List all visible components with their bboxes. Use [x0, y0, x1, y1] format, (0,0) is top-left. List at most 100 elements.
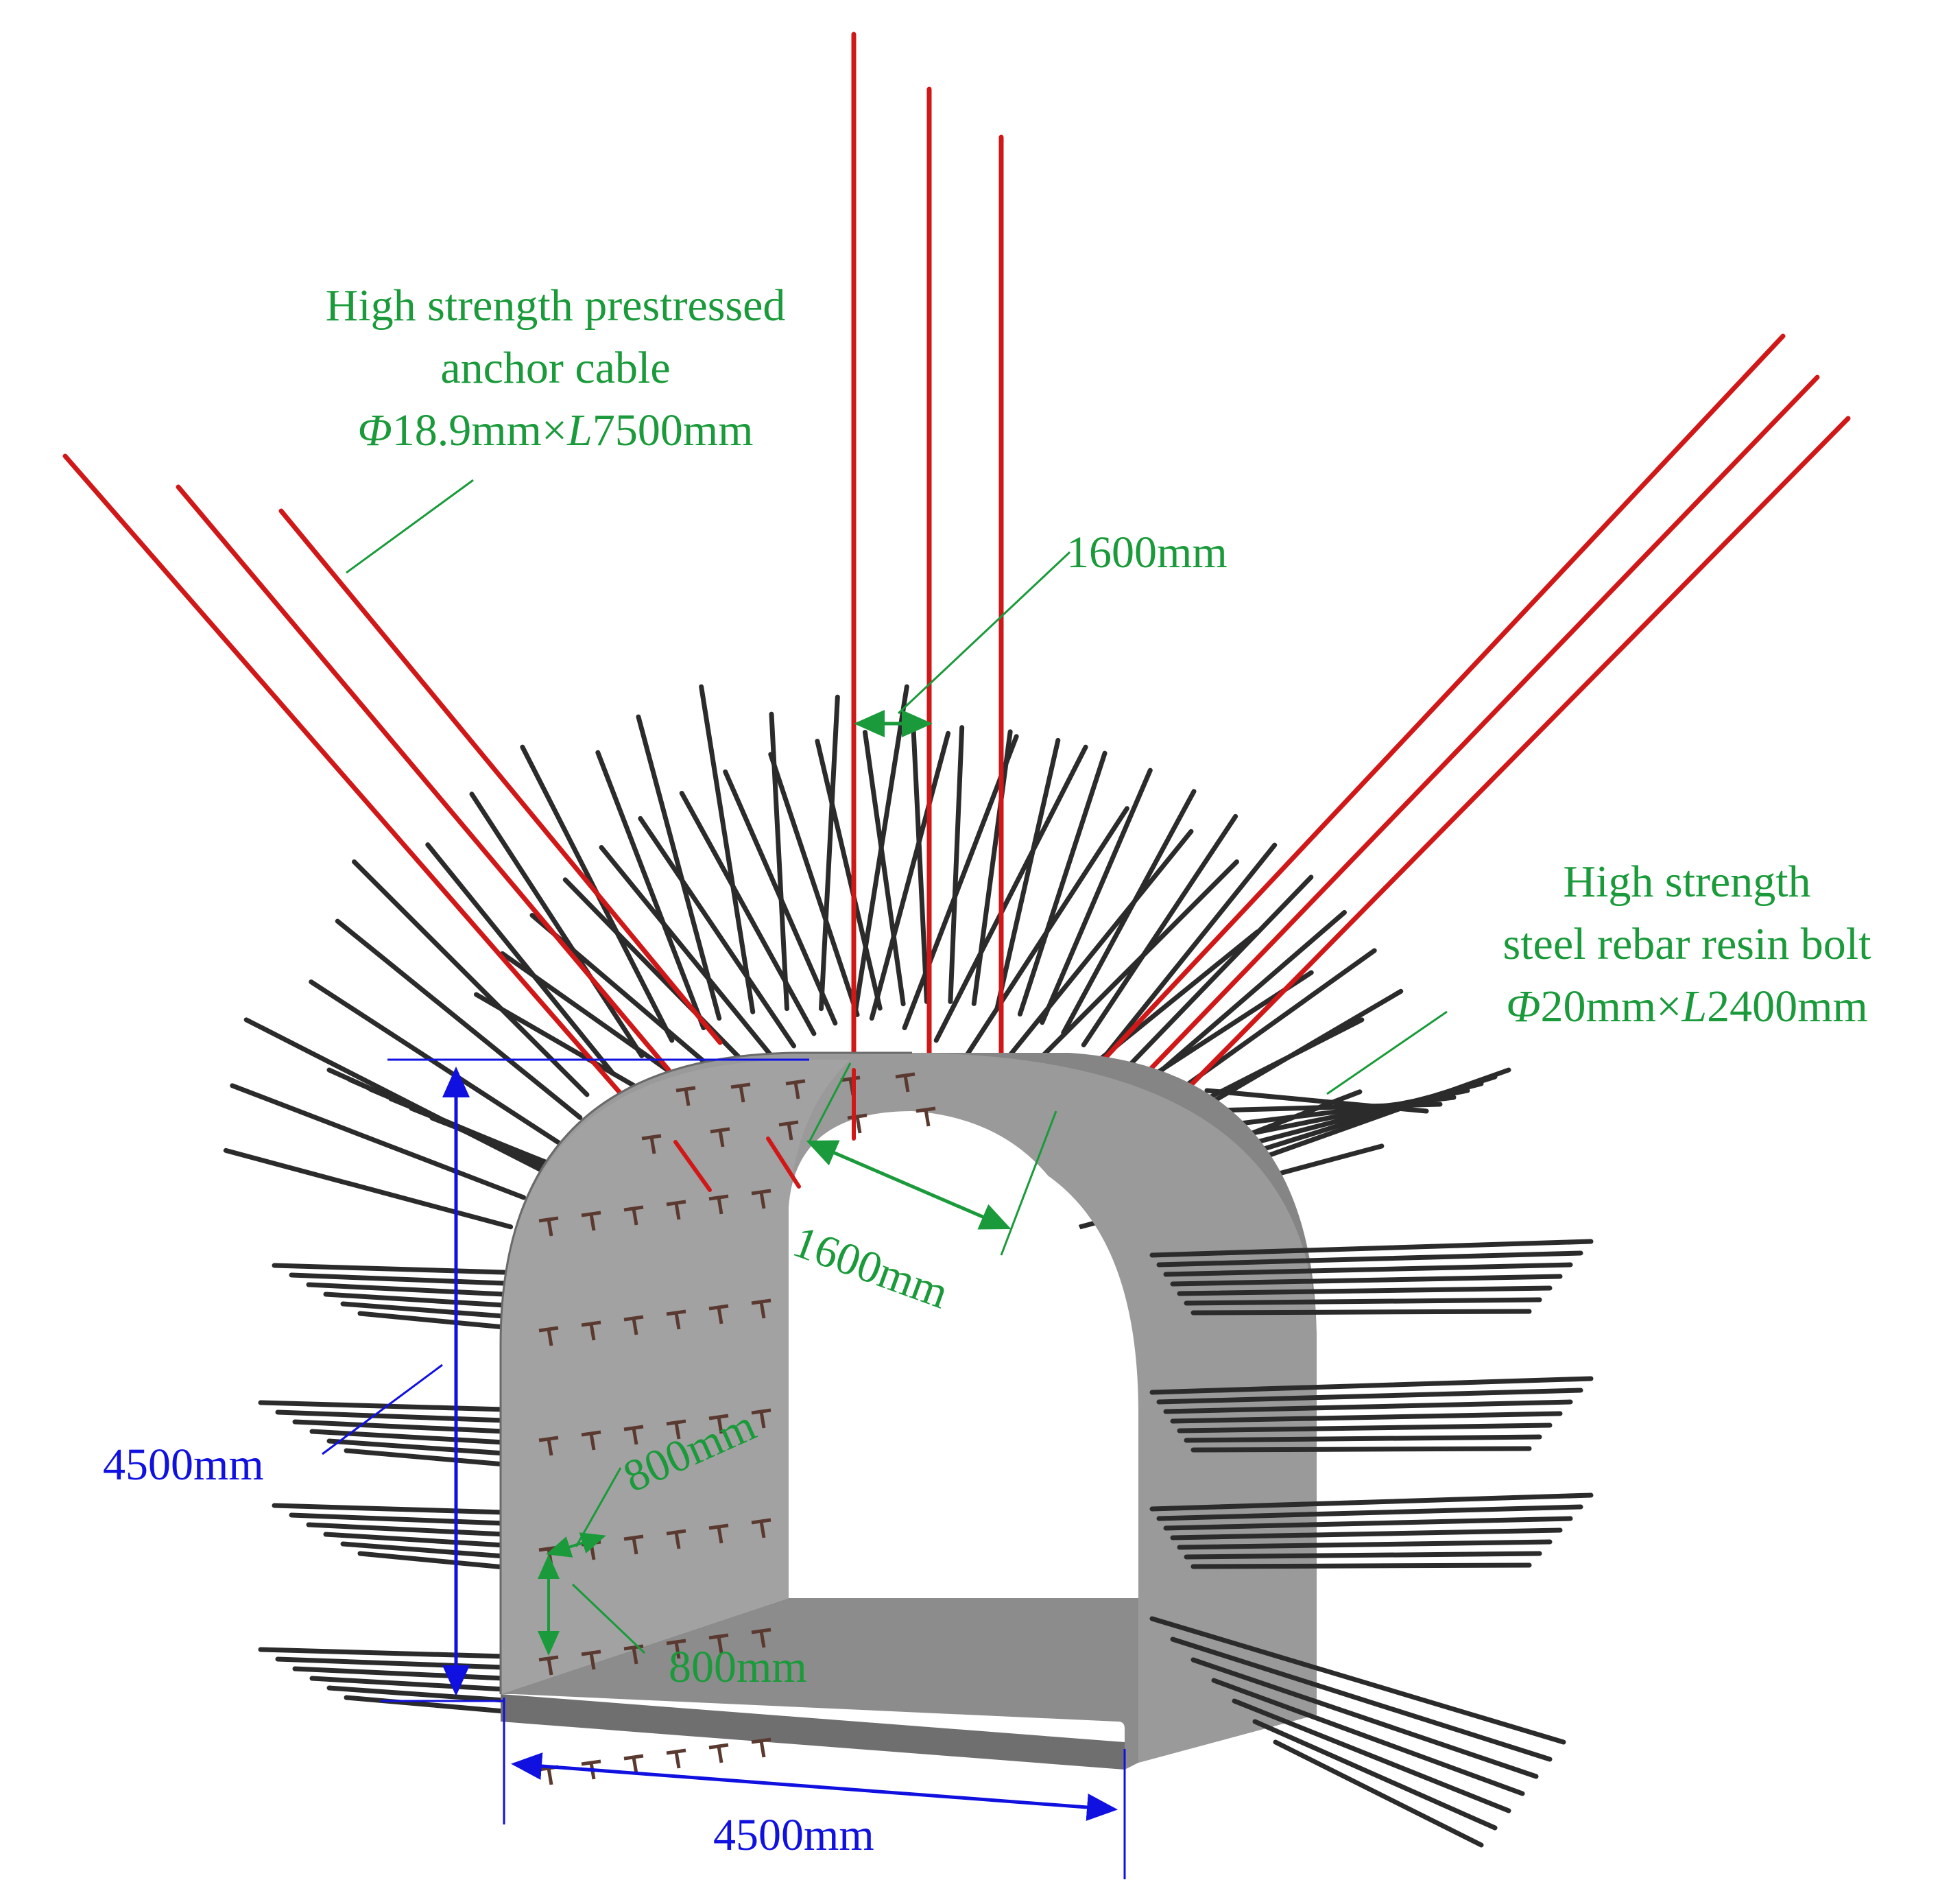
- bolt-plate: [710, 1127, 730, 1147]
- resin-bolt: [1149, 1492, 1594, 1512]
- bolt-label-line2: steel rebar resin bolt: [1503, 919, 1871, 970]
- resin-bolt: [562, 877, 760, 1079]
- bolt-plate: [708, 1414, 729, 1434]
- resin-bolt: [340, 1541, 507, 1559]
- resin-bolt: [869, 730, 951, 1021]
- resin-bolt: [1273, 1739, 1484, 1848]
- resin-bolt: [1156, 1504, 1583, 1521]
- resin-bolts-front-group: [1149, 1239, 1594, 1848]
- resin-bolt: [819, 694, 840, 1012]
- bolt-plate: [538, 1326, 559, 1346]
- resin-bolt: [323, 1532, 507, 1548]
- resin-bolt: [1163, 1262, 1573, 1277]
- resin-bolt: [357, 1551, 507, 1570]
- dim-roof-ext-left: [808, 1062, 852, 1143]
- resin-bolt: [1040, 767, 1153, 1025]
- resin-bolt: [679, 790, 817, 1036]
- bolt-plate: [666, 1748, 686, 1769]
- resin-bolt: [289, 1272, 507, 1286]
- annotation-leaders: [322, 479, 1448, 1654]
- bolt-plate: [708, 1633, 729, 1654]
- bolt-plate: [847, 1113, 867, 1134]
- dim-roof-ext-right: [1000, 1110, 1057, 1256]
- bolt-plate: [666, 1419, 686, 1440]
- anchor-cable: [1122, 416, 1851, 1155]
- bolt-plate: [666, 1309, 686, 1330]
- lining-floor: [501, 1598, 1138, 1770]
- resin-bolt: [326, 1685, 507, 1703]
- bolt-plate: [623, 1205, 644, 1226]
- width-label: 4500mm: [713, 1810, 874, 1860]
- resin-bolt: [699, 684, 756, 1014]
- resin-bolt: [1190, 1562, 1532, 1569]
- resin-bolt: [994, 737, 1061, 1010]
- resin-bolt: [1190, 1657, 1539, 1779]
- bolt-leader: [1326, 1010, 1448, 1095]
- resin-bolt: [1190, 1446, 1532, 1453]
- resin-bolt: [289, 1512, 507, 1526]
- bolt-plate: [666, 1529, 686, 1549]
- bolt-plate: [538, 1655, 559, 1676]
- bolt-plate: [623, 1534, 644, 1555]
- resin-bolt: [352, 859, 590, 1097]
- resin-bolt: [595, 750, 706, 1031]
- bolt-plate: [708, 1304, 729, 1324]
- resin-bolt: [326, 1438, 507, 1456]
- resin-bolt: [1118, 874, 1314, 1078]
- resin-bolt: [309, 1429, 507, 1445]
- anchor-cable-end: [766, 1137, 801, 1189]
- bolt-plate: [675, 1086, 696, 1106]
- anchor-cables-group: [62, 32, 1851, 1155]
- resin-bolt: [1149, 1616, 1566, 1745]
- resin-bolt: [340, 1301, 507, 1319]
- resin-bolt: [1184, 1551, 1542, 1560]
- height-label: 4500mm: [103, 1440, 264, 1490]
- resin-bolt: [223, 1147, 514, 1230]
- resin-bolt: [815, 739, 883, 1011]
- bolt-plate: [581, 1430, 601, 1451]
- bolt-plate: [778, 1120, 799, 1141]
- resin-bolt: [1232, 1698, 1511, 1813]
- spacing-top-leader: [897, 551, 1071, 715]
- resin-bolt: [1184, 1297, 1542, 1306]
- resin-bolt: [275, 1656, 507, 1670]
- resin-bolt: [469, 792, 645, 1058]
- resin-bolt: [1170, 1274, 1563, 1287]
- resin-bolt: [309, 1676, 507, 1692]
- resin-bolt: [344, 1695, 507, 1714]
- anchor-cable: [62, 453, 627, 1100]
- resin-bolt: [275, 1409, 507, 1423]
- anchor-cable: [176, 484, 671, 1073]
- resin-bolt: [1177, 1539, 1553, 1550]
- resin-bolt: [1204, 1088, 1429, 1114]
- resin-bolt: [1187, 1102, 1443, 1114]
- bolt-plate: [751, 1628, 771, 1648]
- bolt-plate: [708, 1194, 729, 1215]
- anchor-cable-end: [673, 1140, 712, 1192]
- resin-bolt: [309, 979, 561, 1145]
- resin-bolt: [1170, 1411, 1563, 1424]
- anchor-cable: [278, 508, 723, 1045]
- bolt-plate: [538, 1765, 559, 1785]
- resin-bolt: [1163, 1516, 1573, 1531]
- bolt-plate: [708, 1523, 729, 1544]
- cable-label-line2: anchor cable: [440, 343, 671, 394]
- resin-bolt: [599, 845, 778, 1063]
- resin-bolt: [638, 816, 797, 1049]
- resin-bolt: [902, 734, 1019, 1031]
- resin-bolt: [723, 769, 838, 1026]
- bolt-plate: [666, 1639, 686, 1659]
- roadway-opening: [789, 1111, 1111, 1598]
- bolt-plate: [730, 1082, 751, 1103]
- resin-bolt: [306, 1282, 507, 1297]
- bolt-plate: [641, 1134, 662, 1154]
- resin-bolt: [1163, 1399, 1573, 1414]
- dim-width: [511, 1752, 1118, 1821]
- resin-bolt: [258, 1647, 507, 1659]
- height-leader: [322, 1364, 443, 1455]
- resin-bolt: [1156, 1388, 1583, 1405]
- resin-bolt: [425, 842, 616, 1077]
- resin-bolt: [1149, 1376, 1594, 1395]
- resin-bolt: [306, 1522, 507, 1537]
- resin-bolt: [1156, 1250, 1583, 1268]
